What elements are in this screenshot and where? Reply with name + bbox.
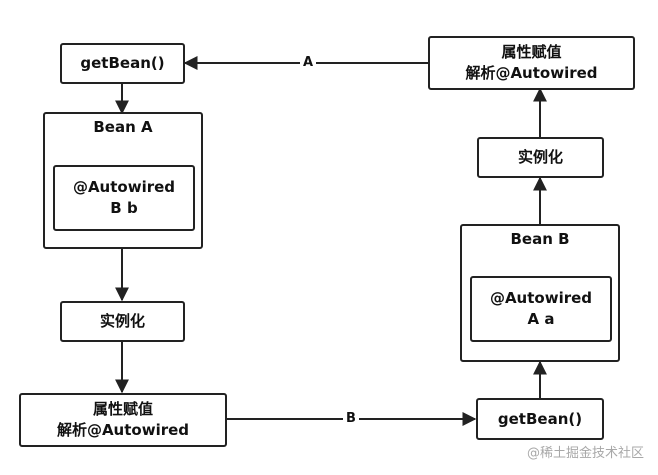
- bean-a-title: Bean A: [93, 118, 153, 136]
- bean-a-node: Bean A @Autowired B b: [43, 112, 203, 249]
- populate-left-line1: 属性赋值: [92, 400, 153, 418]
- bean-b-field-box: @Autowired A a: [470, 276, 612, 342]
- bean-b-title: Bean B: [510, 230, 570, 248]
- get-bean-bottom-node: getBean(): [476, 398, 604, 440]
- instantiate-right-label: 实例化: [517, 148, 563, 166]
- edge-label-b: B: [343, 411, 359, 427]
- bean-a-field-box: @Autowired B b: [53, 165, 195, 231]
- bean-b-field-annotation: @Autowired: [489, 289, 593, 307]
- instantiate-left-node: 实例化: [60, 301, 185, 342]
- get-bean-top-node: getBean(): [60, 43, 185, 84]
- bean-a-field-annotation: @Autowired: [72, 178, 176, 196]
- populate-left-line2: 解析@Autowired: [56, 421, 190, 439]
- instantiate-right-node: 实例化: [477, 137, 604, 178]
- populate-right-node: 属性赋值 解析@Autowired: [428, 36, 635, 90]
- edge-label-a: A: [300, 55, 317, 71]
- bean-b-node: Bean B @Autowired A a: [460, 224, 620, 362]
- bean-a-field-decl: B b: [110, 199, 138, 217]
- get-bean-bottom-label: getBean(): [497, 409, 583, 428]
- watermark: @稀土掘金技术社区: [526, 446, 644, 461]
- populate-right-line1: 属性赋值: [501, 43, 562, 61]
- instantiate-left-label: 实例化: [99, 312, 145, 330]
- populate-right-line2: 解析@Autowired: [465, 64, 598, 82]
- get-bean-top-label: getBean(): [80, 54, 165, 72]
- bean-b-field-decl: A a: [527, 310, 555, 328]
- populate-left-node: 属性赋值 解析@Autowired: [19, 393, 227, 447]
